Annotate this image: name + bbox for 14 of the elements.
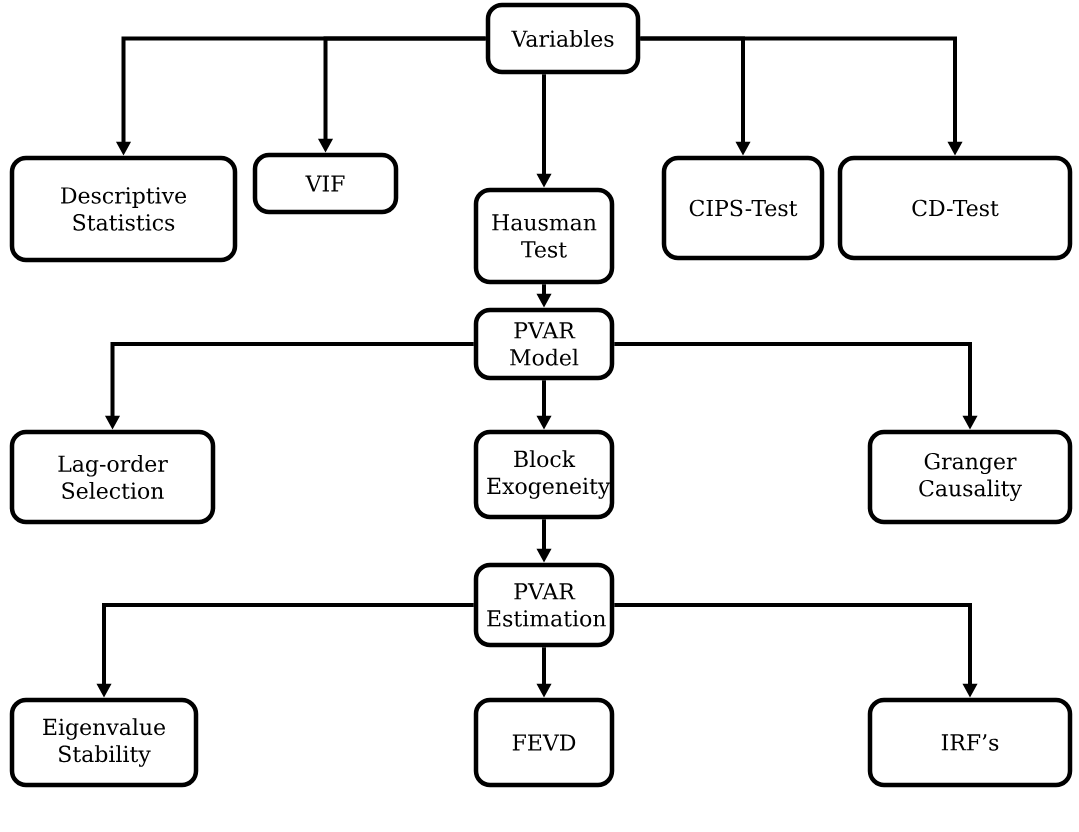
process-box: PVAR Model — [473, 307, 615, 381]
process-box: FEVD — [473, 697, 615, 788]
process-box: CD-Test — [837, 155, 1073, 261]
process-box: PVAR Estimation — [473, 562, 615, 648]
process-box: Hausman Test — [473, 187, 615, 285]
process-box: VIF — [252, 152, 399, 215]
process-box: Lag-order Selection — [9, 429, 216, 525]
process-box: Eigenvalue Stability — [9, 697, 199, 788]
process-box: Variables — [485, 2, 641, 75]
process-box: Descriptive Statistics — [9, 155, 238, 263]
process-box: IRF’s — [867, 697, 1073, 788]
process-box: CIPS-Test — [661, 155, 825, 261]
process-box: Block Exogeneity — [473, 429, 615, 520]
process-box: Granger Causality — [867, 429, 1073, 525]
